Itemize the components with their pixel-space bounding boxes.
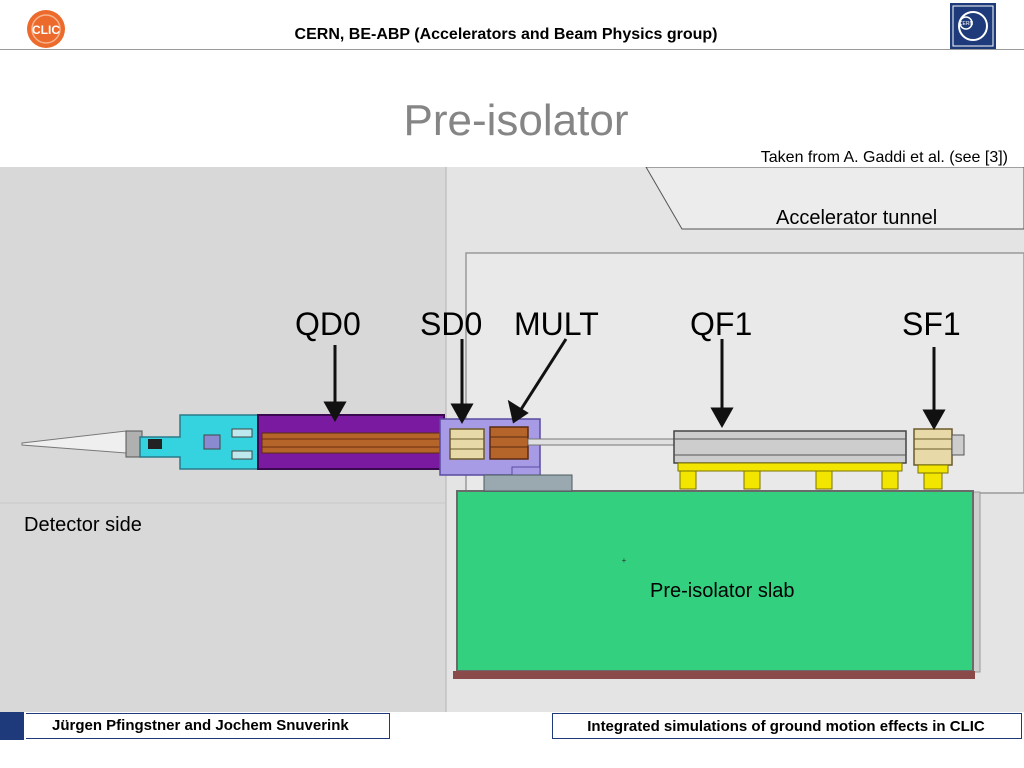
mult-label: MULT — [514, 306, 599, 342]
cern-logo-text: CERN — [959, 21, 974, 27]
sf1-support — [923, 472, 943, 490]
cern-logo-icon: CERN — [950, 3, 996, 49]
mult-arrow — [518, 338, 568, 412]
qf1-support — [677, 462, 903, 472]
pre-isolator-diagram: + — [0, 167, 1024, 712]
footer-title-box — [552, 713, 1022, 739]
sd0-magnet — [449, 428, 485, 460]
qf1-magnet — [673, 430, 907, 464]
header-title: CERN, BE-ABP (Accelerators and Beam Phys… — [294, 26, 718, 43]
mult-magnet — [489, 426, 529, 460]
accelerator-tunnel-label: Accelerator tunnel — [776, 207, 937, 229]
header-divider — [0, 49, 1024, 50]
qf1-label: QF1 — [690, 306, 752, 342]
detector-side-label: Detector side — [24, 514, 142, 536]
footer-talk-title: Integrated simulations of ground motion … — [587, 718, 985, 735]
pre-isolator-slab — [456, 490, 974, 672]
footer-authors-box — [26, 713, 390, 739]
qd0-label: QD0 — [295, 306, 361, 342]
beam-pipe — [527, 438, 685, 446]
footer-accent — [0, 712, 24, 740]
slab-label: Pre-isolator slab — [650, 580, 795, 602]
source-note: Taken from A. Gaddi et al. (see [3]) — [760, 149, 1008, 166]
slide-title: Pre-isolator — [403, 96, 629, 145]
clic-logo-text: CLIC — [32, 23, 60, 37]
tunnel-wall — [645, 167, 1024, 230]
sd0-label: SD0 — [420, 306, 482, 342]
svg-text:+: + — [622, 556, 627, 565]
sf1-label: SF1 — [902, 306, 961, 342]
footer-authors: Jürgen Pfingstner and Jochem Snuverink — [52, 717, 349, 734]
sf1-magnet — [913, 428, 953, 466]
clic-logo-icon: CLIC — [27, 10, 65, 48]
slab-base — [453, 671, 975, 679]
